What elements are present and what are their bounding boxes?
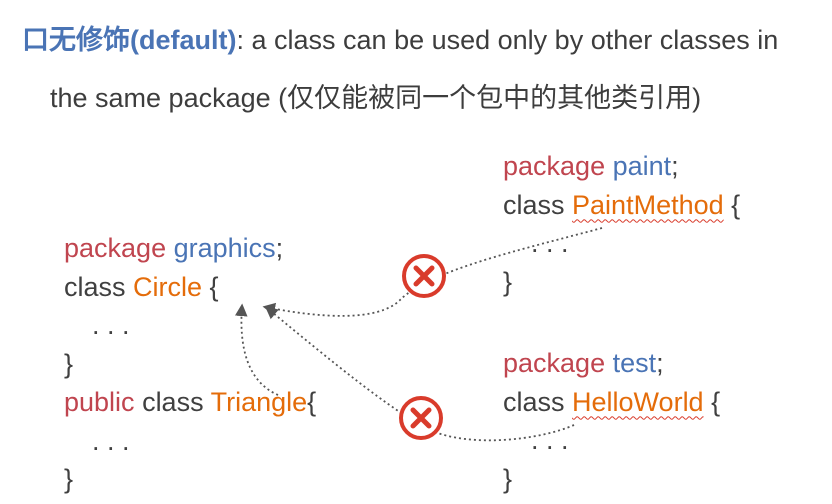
triangle-close-brace: } — [64, 464, 74, 494]
class-keyword: class — [503, 189, 565, 220]
arrow-triangle-to-circle — [234, 303, 279, 396]
paint-package-line: package paint; — [503, 147, 740, 186]
open-brace: { — [307, 387, 317, 417]
package-name: graphics — [173, 233, 276, 263]
x-circle-icon — [399, 396, 443, 440]
helloworld-body-ellipsis: . . . — [531, 425, 569, 455]
open-brace: { — [703, 386, 721, 417]
bullet-term: 口无修饰(default) — [22, 25, 237, 55]
arrow-paintmethod-to-circle — [262, 227, 603, 317]
graphics-package-line: package graphics; — [64, 229, 316, 268]
test-code-block: package test;class HelloWorld {. . .} — [503, 344, 720, 498]
helloworld-close-brace: } — [503, 463, 513, 494]
arrow-helloworld-to-circle — [265, 306, 575, 442]
semicolon: ; — [275, 233, 284, 263]
class-name-circle: Circle — [133, 271, 203, 302]
open-brace: { — [202, 271, 219, 302]
circle-close-brace: } — [64, 348, 74, 379]
heading-text-line-1: a class can be used only by other classe… — [244, 25, 779, 55]
heading-line-1: 口无修饰(default): a class can be used only … — [22, 20, 830, 61]
class-name-helloworld: HelloWorld — [572, 386, 704, 417]
class-keyword: class — [64, 271, 126, 302]
package-name: test — [612, 348, 657, 378]
paintmethod-close-brace: } — [503, 266, 513, 297]
class-keyword: class — [142, 387, 204, 417]
graphics-code-block: package graphics;class Circle {. . .}pub… — [64, 229, 316, 499]
class-name-paintmethod: PaintMethod — [572, 189, 724, 220]
helloworld-class-line: class HelloWorld { — [503, 383, 720, 422]
paintmethod-body-ellipsis: . . . — [531, 228, 569, 258]
triangle-body-ellipsis: . . . — [92, 425, 130, 456]
semicolon: ; — [671, 151, 679, 181]
circle-body-ellipsis: . . . — [92, 310, 130, 340]
class-keyword: class — [503, 386, 565, 417]
package-keyword: package — [503, 348, 606, 378]
test-package-line: package test; — [503, 344, 720, 383]
circle-class-line: class Circle { — [64, 268, 316, 307]
public-modifier: public — [64, 387, 135, 417]
paintmethod-class-line: class PaintMethod { — [503, 186, 740, 225]
open-brace: { — [723, 189, 741, 220]
triangle-class-line: public class Triangle{ — [64, 383, 316, 422]
package-keyword: package — [503, 151, 606, 181]
x-circle-icon — [402, 254, 446, 298]
heading-colon: : — [236, 25, 244, 55]
package-name: paint — [612, 151, 672, 181]
semicolon: ; — [656, 348, 664, 378]
paint-code-block: package paint;class PaintMethod {. . .} — [503, 147, 740, 301]
heading-line-2: the same package (仅仅能被同一个包中的其他类引用) — [50, 83, 702, 113]
package-keyword: package — [64, 233, 167, 263]
class-name-triangle: Triangle — [210, 387, 308, 417]
